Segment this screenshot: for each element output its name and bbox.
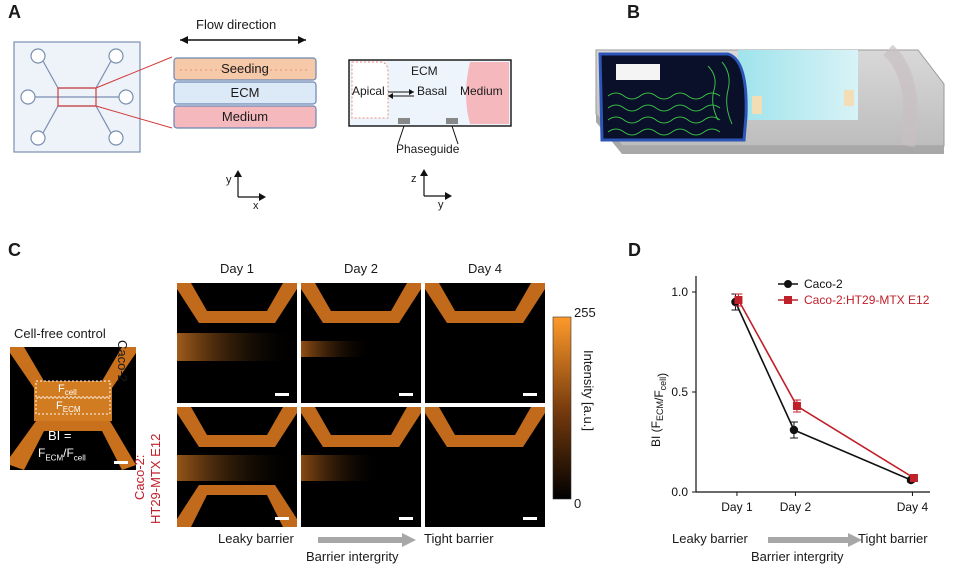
- control-scale-bar: [114, 461, 128, 464]
- cross-apical-label: Apical: [352, 84, 385, 98]
- x-tick-label: Day 4: [897, 500, 929, 514]
- tube-opening: [616, 64, 660, 80]
- legend-label-1: Caco-2: [804, 277, 843, 291]
- bi-fcell-sub: cell: [73, 453, 86, 463]
- chip-zoom-box: [57, 87, 97, 107]
- f-cell-label: Fcell: [58, 383, 77, 397]
- panel-d-label: D: [628, 240, 641, 260]
- control-title: Cell-free control: [14, 326, 106, 341]
- micrograph-coculture-day4: [425, 407, 545, 527]
- phaseguide-block-1: [752, 96, 762, 114]
- f-ecm-sub: ECM: [62, 405, 81, 415]
- colorbar-label: Intensity [a.u.]: [581, 350, 596, 431]
- bi-formula-line1: BI =: [48, 428, 72, 443]
- data-point-2: [792, 402, 801, 410]
- legend-marker-1: [784, 280, 792, 288]
- micrograph-caco2-day2: [301, 283, 421, 403]
- d-tight-label: Tight barrier: [858, 531, 928, 546]
- c-integrity-label: Barrier intergrity: [306, 549, 399, 564]
- micrograph-coculture-day2: [301, 407, 421, 527]
- micrograph-caco2-day4: [425, 283, 545, 403]
- d-leaky-label: Leaky barrier: [672, 531, 748, 546]
- c-tight-label: Tight barrier: [424, 531, 494, 546]
- f-ecm-label: FECM: [56, 400, 81, 414]
- medium-channel: [173, 105, 317, 129]
- d-integrity-label: Barrier intergrity: [751, 549, 844, 564]
- cross-medium-label: Medium: [460, 84, 503, 98]
- bi-fecm: F: [38, 446, 46, 460]
- data-point-1: [789, 425, 799, 435]
- day1-header: Day 1: [220, 261, 254, 276]
- row-caco2-label: Caco-2: [115, 340, 130, 382]
- panel-a-label: A: [8, 2, 21, 22]
- axis-y2-label: y: [438, 199, 444, 211]
- colorbar-max: 255: [574, 305, 596, 320]
- legend-marker-2: [784, 296, 792, 304]
- c-integrity-arrow: [318, 533, 416, 547]
- panel-b-label: B: [627, 2, 640, 22]
- panel-c-label: C: [8, 240, 21, 260]
- y-tick-label: 0.5: [671, 385, 688, 399]
- day4-header: Day 4: [468, 261, 502, 276]
- flow-direction-label: Flow direction: [196, 17, 277, 32]
- ecm-label: ECM: [230, 85, 260, 100]
- data-point-2: [734, 296, 743, 304]
- x-tick-label: Day 1: [721, 500, 753, 514]
- legend-label-2: Caco-2:HT29-MTX E12: [804, 293, 930, 307]
- medium-arc: [883, 44, 918, 147]
- ecm-channel: [173, 81, 317, 105]
- axis-x-label: x: [253, 200, 259, 212]
- seeding-label: Seeding: [221, 61, 269, 76]
- row-coculture-label-a: Caco-2:: [132, 454, 147, 500]
- medium-region: [466, 62, 509, 124]
- f-cell-sub: cell: [64, 388, 77, 398]
- f-ecm-main: F: [56, 400, 63, 412]
- series-line-1: [734, 301, 912, 481]
- axes-zy-icon: [423, 171, 450, 197]
- axes-xy-icon: [237, 172, 264, 198]
- y-axis-label: BI (FECM/Fcell): [649, 373, 669, 447]
- day2-header: Day 2: [344, 261, 378, 276]
- phaseguide-right: [446, 118, 458, 124]
- series-line-2: [737, 299, 915, 479]
- d-integrity-arrow: [768, 533, 862, 547]
- panel-a-schematic: [13, 36, 512, 201]
- bi-fcell: /F: [63, 446, 74, 460]
- y-tick-label: 1.0: [671, 285, 688, 299]
- data-point-2: [909, 474, 918, 482]
- f-cell-main: F: [58, 383, 65, 395]
- micrograph-caco2-day1: [177, 283, 297, 403]
- bi-fecm-sub: ECM: [45, 453, 64, 463]
- micrograph-grid: [177, 283, 545, 527]
- phaseguide-block-2: [844, 90, 854, 106]
- y-tick-label: 0.0: [671, 485, 688, 499]
- apical-region: [351, 61, 389, 119]
- axis-y-label: y: [226, 174, 232, 186]
- x-tick-label: Day 2: [780, 500, 812, 514]
- medium-label: Medium: [221, 109, 269, 124]
- intensity-colorbar: [552, 316, 572, 500]
- cross-ecm-label: ECM: [411, 64, 438, 78]
- cell-free-control-image: [10, 347, 136, 470]
- cross-basal-label: Basal: [417, 84, 448, 98]
- micrograph-coculture-day1: [177, 407, 297, 527]
- seeding-channel: [173, 57, 317, 81]
- panel-b-3d-render: [595, 44, 945, 154]
- phaseguide-label: Phaseguide: [396, 142, 460, 156]
- row-coculture-label-b: HT29-MTX E12: [148, 433, 163, 524]
- phaseguide-left: [398, 118, 410, 124]
- axis-z-label: z: [411, 173, 417, 185]
- c-leaky-label: Leaky barrier: [218, 531, 294, 546]
- cell-membrane-stain: [607, 61, 733, 136]
- bi-formula-line2: FECM/Fcell: [38, 446, 86, 462]
- colorbar-min: 0: [574, 496, 582, 511]
